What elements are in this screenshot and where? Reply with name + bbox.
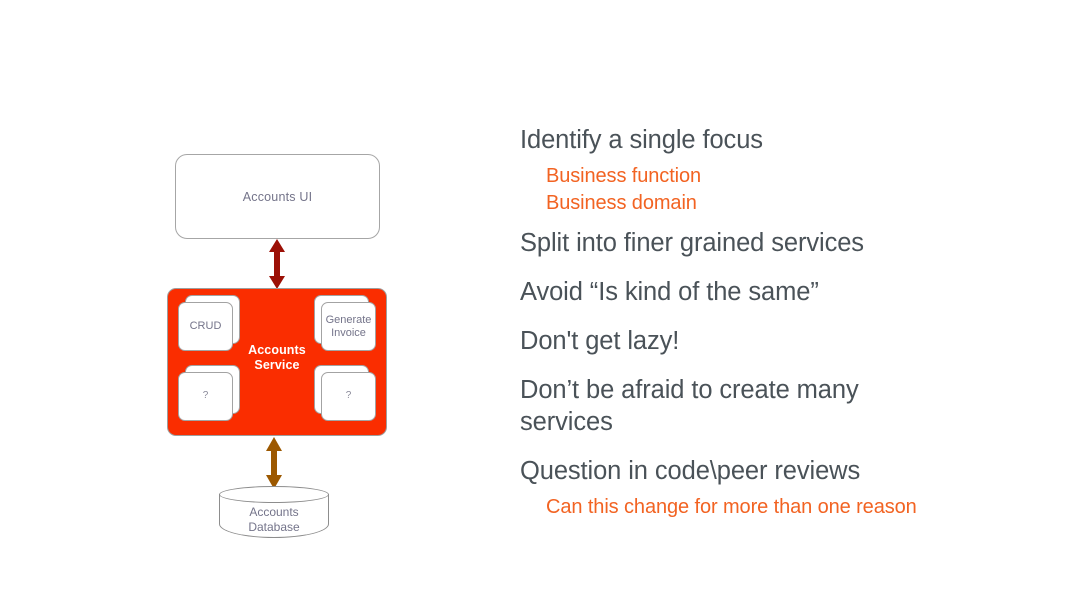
bullet-list: Identify a single focus Business functio… xyxy=(520,124,950,522)
bullet-main-text: Identify a single focus xyxy=(520,126,763,154)
capability-card-crud: CRUD xyxy=(178,295,240,351)
bullet-sub-text: Business function xyxy=(546,165,702,187)
accounts-database-cylinder: Accounts Database xyxy=(219,486,329,546)
capability-card-generate-invoice-label: Generate Invoice xyxy=(326,314,372,339)
bullet-group: Question in code\peer reviews Can this c… xyxy=(520,455,950,520)
capability-card-unknown-2: ? xyxy=(314,365,376,421)
capability-card-crud-label: CRUD xyxy=(189,320,222,333)
ui-to-service-arrow-icon xyxy=(264,239,290,289)
bullet-group: Avoid “Is kind of the same” xyxy=(520,276,950,308)
accounts-service-box: Accounts Service CRUD Generate Invoice xyxy=(167,288,387,436)
bullet-group: Don’t be afraid to create many services xyxy=(520,374,950,438)
bullet-main-text: Avoid “Is kind of the same” xyxy=(520,278,819,306)
card-front-layer: ? xyxy=(321,372,376,421)
architecture-diagram: Accounts UI Accounts Service CRUD Genera… xyxy=(0,0,500,600)
bullet-group: Identify a single focus Business functio… xyxy=(520,124,950,216)
bullet-main-text: Split into finer grained services xyxy=(520,229,864,257)
bullet-main-text: Don't get lazy! xyxy=(520,327,680,355)
capability-card-unknown-1: ? xyxy=(178,365,240,421)
spacer xyxy=(520,446,950,455)
bullet-group: Split into finer grained services xyxy=(520,227,950,259)
card-front-layer: Generate Invoice xyxy=(321,302,376,351)
bullet-main-text: Don’t be afraid to create many services xyxy=(520,376,859,436)
spacer xyxy=(520,267,950,276)
capability-card-unknown-1-label: ? xyxy=(202,390,209,402)
spacer xyxy=(520,365,950,374)
database-cylinder-top-ellipse xyxy=(219,486,329,503)
bullet-group: Don't get lazy! xyxy=(520,325,950,357)
bullet-main-text: Question in code\peer reviews xyxy=(520,457,861,485)
capability-card-generate-invoice: Generate Invoice xyxy=(314,295,376,351)
service-to-database-arrow-icon xyxy=(261,437,287,489)
bullet-sub-text: Can this change for more than one reason xyxy=(546,496,917,518)
card-front-layer: CRUD xyxy=(178,302,233,351)
accounts-database-label: Accounts Database xyxy=(219,505,329,534)
accounts-database-label-line2: Database xyxy=(248,519,300,534)
capability-card-unknown-2-label: ? xyxy=(345,390,352,402)
bullet-sub-text: Business domain xyxy=(546,192,697,214)
accounts-database-label-line1: Accounts xyxy=(249,505,299,519)
spacer xyxy=(520,218,950,227)
accounts-ui-box: Accounts UI xyxy=(175,154,380,239)
generate-invoice-line1: Generate xyxy=(325,314,372,326)
generate-invoice-line2: Invoice xyxy=(331,326,366,339)
card-front-layer: ? xyxy=(178,372,233,421)
accounts-ui-label: Accounts UI xyxy=(242,189,313,204)
spacer xyxy=(520,316,950,325)
